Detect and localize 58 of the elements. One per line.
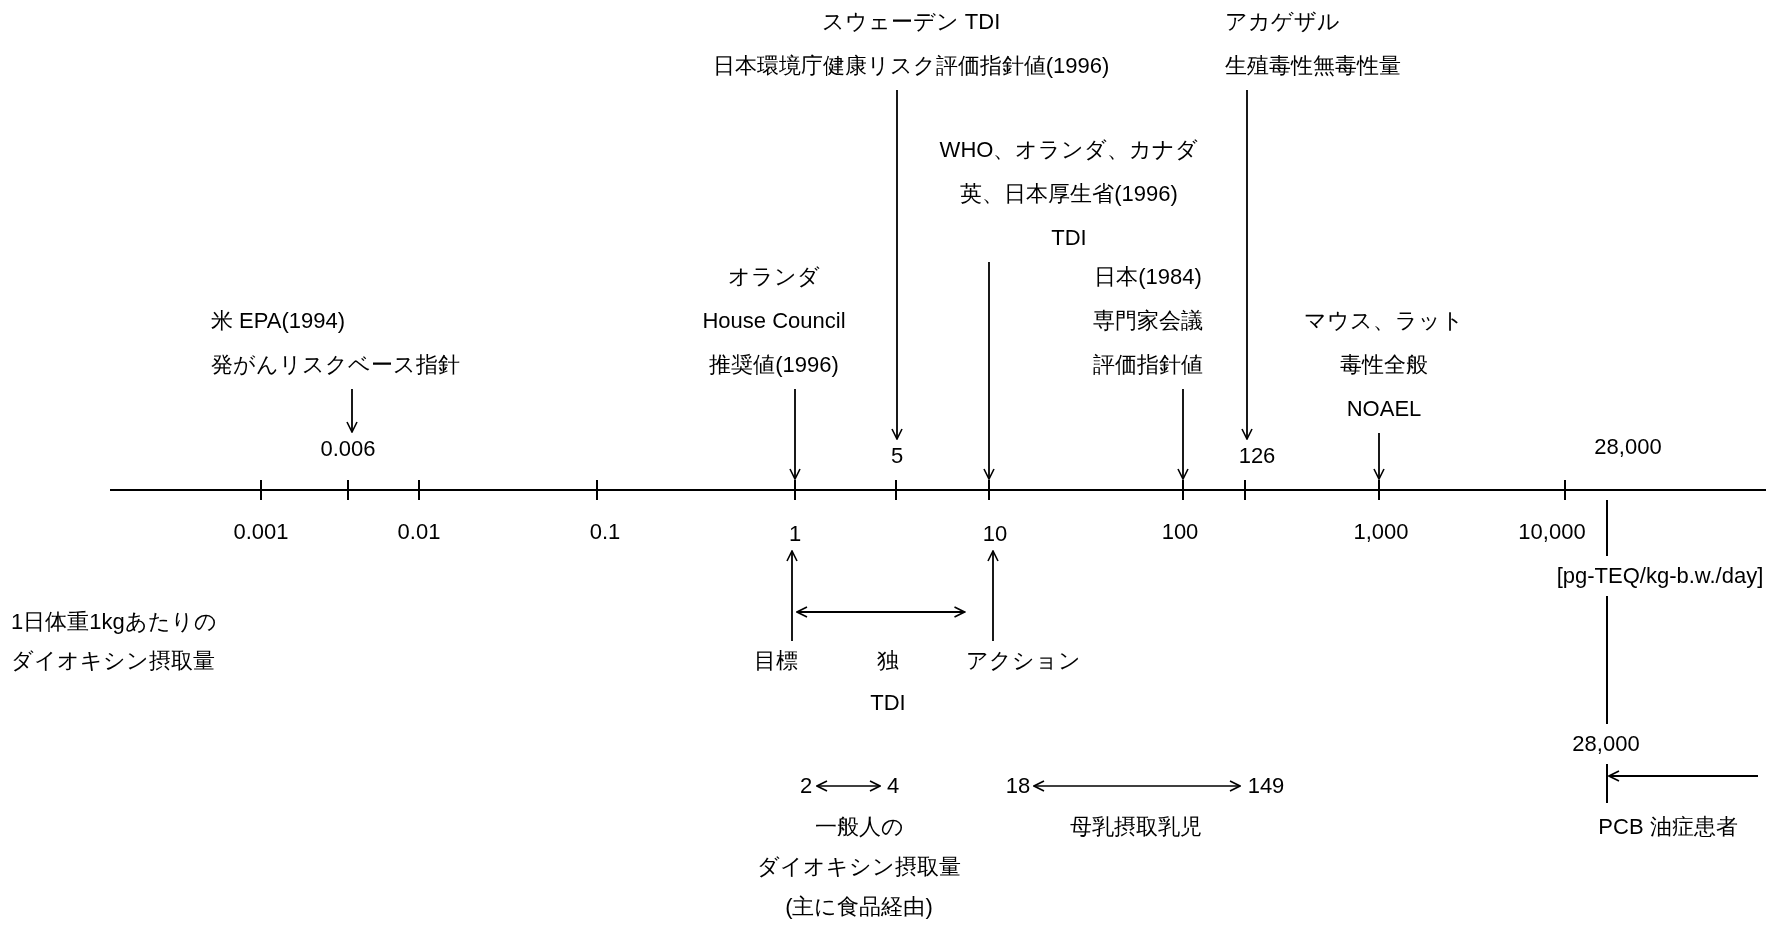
annotation-text: 米 EPA(1994) [211, 307, 346, 335]
arrow [891, 89, 903, 440]
tick-label: 0.01 [397, 518, 441, 546]
range-label: 独 [877, 647, 899, 675]
annotation-text: 0.006 [320, 435, 376, 463]
value-label: 28,000 [1594, 433, 1662, 461]
arrow [789, 388, 801, 480]
range-value: 2 [799, 772, 813, 800]
annotation-text: 英、日本厚生省(1996) [960, 180, 1178, 208]
annotation-text: WHO、オランダ、カナダ [939, 136, 1199, 164]
annotation-text: 生殖毒性無毒性量 [1225, 52, 1401, 80]
annotation-text: House Council [702, 307, 846, 335]
group-label: 母乳摂取乳児 [1070, 813, 1202, 841]
annotation-text: 評価指針値 [1093, 351, 1203, 379]
arrow [1608, 770, 1759, 782]
annotation-text: 10 [982, 520, 1008, 548]
arrow [346, 388, 358, 433]
annotation-text: 毒性全般 [1340, 351, 1428, 379]
annotation-text: スウェーデン TDI [821, 8, 1001, 36]
group-label: PCB 油症患者 [1598, 813, 1738, 841]
group-label: ダイオキシン摂取量 [757, 853, 961, 881]
annotation-text: 日本環境庁健康リスク評価指針値(1996) [712, 52, 1110, 80]
annotation-text: NOAEL [1346, 395, 1422, 423]
annotation-text: 目標 [754, 647, 798, 675]
annotation-text: 専門家会議 [1093, 307, 1203, 335]
arrow [1241, 89, 1253, 440]
annotation-text: アカゲザル [1225, 8, 1340, 36]
group-label: 一般人の [814, 813, 904, 841]
tick-label: 0.001 [233, 518, 289, 546]
annotation-text: 5 [890, 442, 904, 470]
annotation-text: アクション [965, 647, 1081, 675]
group-label: (主に食品経由) [785, 893, 933, 921]
arrow [987, 550, 999, 642]
annotation-text: 1 [788, 520, 802, 548]
arrow [1373, 432, 1385, 480]
arrow [796, 606, 966, 618]
annotation-text: マウス、ラット [1304, 307, 1464, 335]
tick-label: 1,000 [1353, 518, 1409, 546]
annotation-text: 発がんリスクベース指針 [211, 351, 460, 379]
range-value: 4 [886, 772, 900, 800]
range-value: 149 [1247, 772, 1285, 800]
tick-label: 0.1 [589, 518, 621, 546]
tick-label: 100 [1161, 518, 1199, 546]
annotation-text: オランダ [728, 263, 820, 291]
annotation-text: 126 [1238, 442, 1276, 470]
arrow [983, 261, 995, 480]
annotation-text: TDI [1051, 224, 1087, 252]
annotation-text: 推奨値(1996) [709, 351, 839, 379]
tick-label: 10,000 [1518, 518, 1586, 546]
arrow [1177, 388, 1189, 480]
axis-line [110, 480, 1766, 500]
arrow [786, 550, 798, 642]
axis-description: 1日体重1kgあたりのダイオキシン摂取量 [11, 608, 218, 675]
range-value: 18 [1005, 772, 1031, 800]
annotation-text: 日本(1984) [1094, 263, 1202, 291]
range-label: TDI [870, 689, 906, 717]
value-label: 28,000 [1572, 724, 1640, 764]
unit-label: [pg-TEQ/kg-b.w./day] [1556, 556, 1764, 596]
